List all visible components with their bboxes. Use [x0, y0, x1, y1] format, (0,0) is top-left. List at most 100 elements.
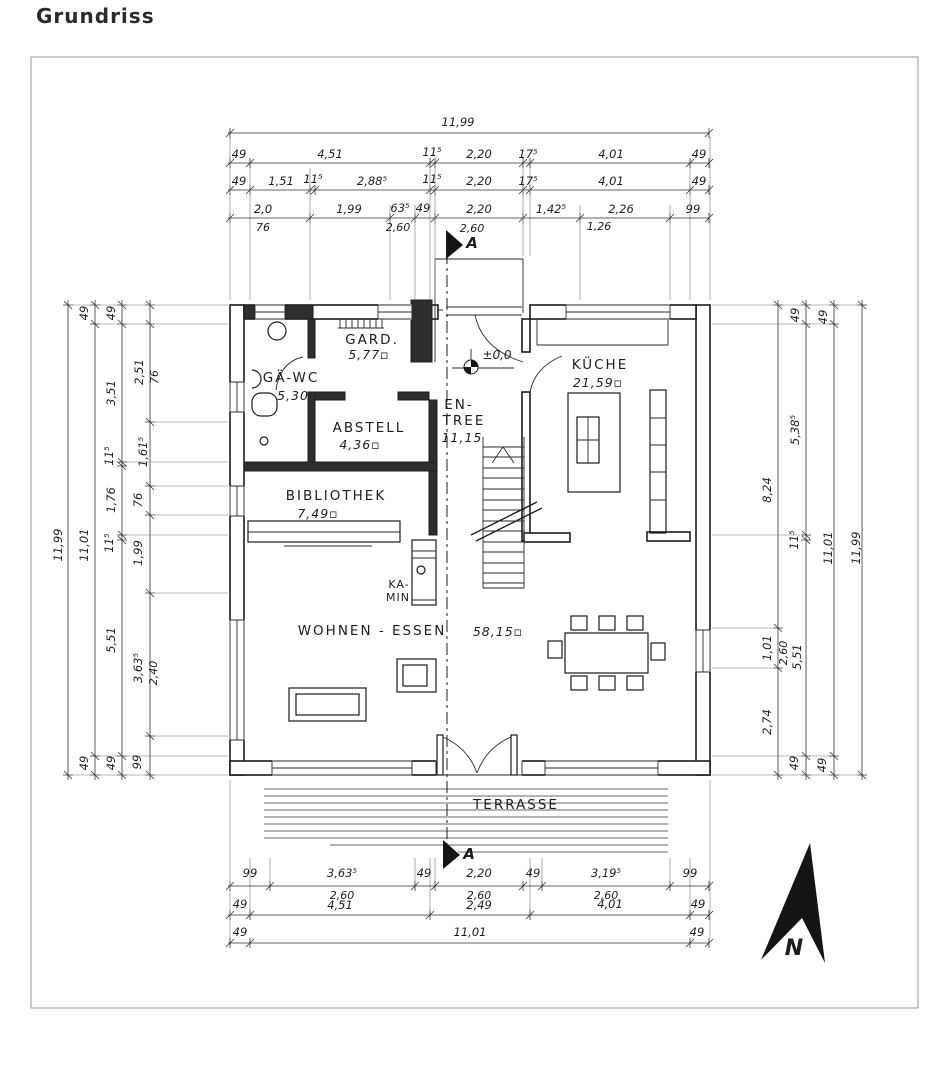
dimension-chain [63, 300, 73, 780]
window-top-1 [254, 304, 286, 320]
dimension-label: A [462, 845, 475, 863]
wc-door-swing [275, 356, 304, 391]
window-left-1 [229, 381, 245, 413]
room-area-label: 5,77▫ [348, 347, 389, 362]
dimension-label: 3,51 [104, 380, 118, 406]
drawing-border [30, 56, 919, 1009]
sofa [288, 687, 367, 722]
dimension-label: 49 [232, 174, 247, 188]
window-top-2 [377, 304, 413, 320]
dimension-label: 99 [243, 866, 258, 880]
room-label: WOHNEN - ESSEN [298, 623, 447, 639]
dimension-label: 8,24 [760, 477, 774, 503]
dimension-label: 1,99 [336, 202, 362, 216]
dimension-label: 2,60 [777, 641, 790, 666]
dimension-label: 11,99 [849, 532, 863, 565]
dimension-label: 4,01 [597, 897, 623, 911]
dimension-label: 1,26 [587, 220, 612, 233]
dimension-label: 4,51 [327, 898, 353, 912]
dimension-label: 2,60 [460, 222, 485, 235]
dining-set [547, 615, 666, 691]
dimension-label: 49 [233, 925, 248, 939]
dimension-label: 4,01 [598, 174, 624, 188]
dimension-label: 49 [233, 897, 248, 911]
dimension-chain [801, 300, 811, 780]
dimension-label: 5,51 [104, 627, 118, 653]
entry-porch [434, 258, 524, 362]
section-marker-top-icon [446, 230, 463, 259]
dimension-label: 11⁵ [102, 446, 116, 466]
dimension-label: 4,51 [317, 147, 343, 161]
kitchen-counter [649, 389, 667, 534]
dimension-label: 2,49 [466, 898, 492, 912]
bookshelf [247, 520, 401, 547]
room-label: TREE [442, 413, 486, 429]
dimension-label: 5,51 [790, 644, 804, 670]
dimension-chain [857, 300, 867, 780]
windows [229, 304, 711, 776]
dimension-label: 2,40 [147, 661, 160, 686]
window-left-3 [229, 619, 245, 741]
dimension-chain [773, 300, 783, 780]
dimension-label: 2,60 [330, 889, 355, 902]
dimension-label: 76 [131, 493, 145, 508]
dimension-label: 49 [417, 866, 432, 880]
dimension-label: 49 [104, 756, 118, 771]
dimension-label: 11,99 [442, 115, 475, 129]
dimension-label: 1,61⁵ [136, 437, 150, 468]
dimension-label: ±0,0 [482, 348, 512, 362]
dimension-label: 49 [815, 758, 829, 773]
room-label: GÄ-WC [263, 368, 320, 386]
dimension-label: 76 [256, 221, 270, 234]
dimension-label: 11⁵ [422, 172, 442, 186]
dimension-label: 2,60 [467, 889, 492, 902]
armchair [396, 658, 437, 693]
dimension-label: 2,26 [608, 202, 634, 216]
dimension-label: 4,01 [598, 147, 624, 161]
dimension-label: 2,51 [132, 359, 146, 385]
dimension-label: 49 [787, 756, 801, 771]
dimension-label: 11⁵ [787, 530, 801, 550]
dimension-chains [63, 128, 867, 948]
dimension-label: 49 [691, 897, 706, 911]
north-arrow-icon [761, 843, 825, 963]
room-area-label: 4,36▫ [339, 437, 380, 452]
dimension-label: 2,20 [466, 202, 492, 216]
window-bottom-1 [271, 760, 413, 776]
room-area-label: 58,15▫ [473, 624, 523, 639]
stair-direction-arrow [491, 446, 515, 464]
dimension-label: 76 [148, 370, 161, 384]
room-label: TERRASSE [472, 797, 559, 813]
room-label: BIBLIOTHEK [286, 488, 386, 504]
room-area-label: 5,30 [277, 388, 309, 403]
dimension-label: 99 [686, 202, 701, 216]
dimension-label: 1,76 [104, 487, 118, 513]
room-label: MIN [386, 591, 410, 604]
dimension-label: 99 [130, 755, 144, 770]
window-kitchen [565, 304, 671, 320]
room-label: EN- [444, 397, 474, 413]
room-label: ABSTELL [333, 420, 406, 436]
window-bottom-2 [544, 760, 659, 776]
dimension-label: N [785, 936, 803, 961]
dimension-label: 2,88⁵ [357, 174, 388, 188]
dimension-label: 2,20 [466, 866, 492, 880]
dimension-label: 5,38⁵ [788, 415, 802, 446]
interior-walls [243, 299, 691, 543]
dimension-label: 99 [683, 866, 698, 880]
north-arrow [761, 843, 825, 963]
dimension-label: A [465, 234, 478, 252]
dimension-chain [90, 300, 100, 780]
dimension-label: 11,99 [51, 529, 65, 562]
entry-door-swing [474, 314, 524, 363]
staircase [470, 437, 543, 589]
dimension-label: 11,01 [821, 532, 835, 565]
dimension-label: 11⁵ [303, 172, 323, 186]
stair-break-line [470, 501, 543, 542]
dimension-label: 49 [692, 174, 707, 188]
section-marker-bottom-icon [443, 840, 460, 869]
wardrobe-hatch [338, 319, 384, 329]
dimension-label: 2,60 [386, 221, 411, 234]
